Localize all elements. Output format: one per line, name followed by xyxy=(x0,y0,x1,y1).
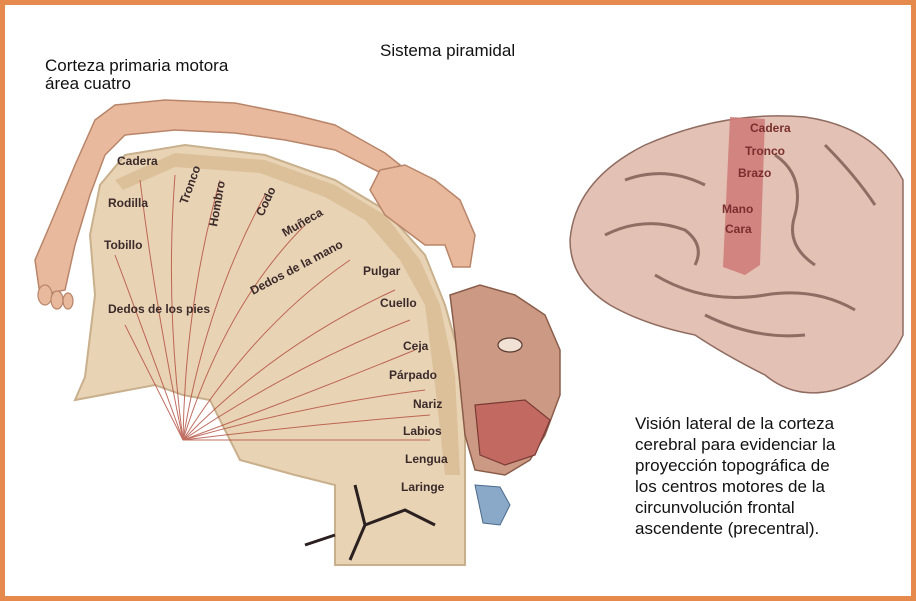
figure-title: Sistema piramidal xyxy=(380,41,515,61)
label-rodilla: Rodilla xyxy=(108,196,148,210)
caption-line: proyección topográfica de xyxy=(635,455,905,476)
brain-label-tronco: Tronco xyxy=(745,144,785,158)
brain-label-cara: Cara xyxy=(725,222,752,236)
label-nariz: Nariz xyxy=(413,397,442,411)
label-cadera: Cadera xyxy=(117,154,158,168)
brain-label-mano: Mano xyxy=(722,202,753,216)
label-lengua: Lengua xyxy=(405,452,448,466)
label-pulgar: Pulgar xyxy=(363,264,401,278)
caption-line: ascendente (precentral). xyxy=(635,518,905,539)
label-dedos-pies: Dedos de los pies xyxy=(108,302,210,316)
cortex-title-line: área cuatro xyxy=(45,75,228,93)
motor-strip xyxy=(723,117,765,275)
label-laringe: Laringe xyxy=(401,480,445,494)
cortex-title-line: Corteza primaria motora xyxy=(45,57,228,75)
caption-line: cerebral para evidenciar la xyxy=(635,434,905,455)
caption-line: Visión lateral de la corteza xyxy=(635,413,905,434)
label-parpado: Párpado xyxy=(389,368,437,382)
caption-line: los centros motores de la xyxy=(635,476,905,497)
label-tobillo: Tobillo xyxy=(104,238,142,252)
homunculus-eye xyxy=(498,338,522,352)
label-labios: Labios xyxy=(403,424,442,438)
brain-label-cadera: Cadera xyxy=(750,121,791,135)
caption-line: circunvolución frontal xyxy=(635,497,905,518)
label-ceja: Ceja xyxy=(403,339,429,353)
label-cuello: Cuello xyxy=(380,296,417,310)
cortex-title: Corteza primaria motora área cuatro xyxy=(45,57,228,93)
brain-label-brazo: Brazo xyxy=(738,166,771,180)
larynx-shape xyxy=(475,485,510,525)
figure-caption: Visión lateral de la corteza cerebral pa… xyxy=(635,413,905,539)
